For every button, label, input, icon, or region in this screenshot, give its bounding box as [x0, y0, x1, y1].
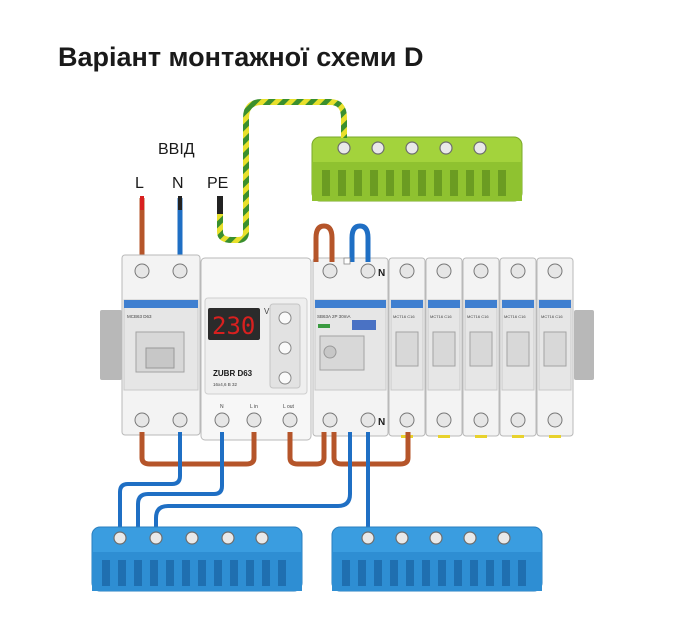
group-breaker-5-top-screw[interactable]	[547, 263, 563, 279]
group-breaker-1-handle[interactable]	[395, 331, 419, 367]
page-title: Варіант монтажної схеми D	[58, 42, 424, 72]
pe-cable	[217, 99, 347, 243]
group-breaker-2-top-screw[interactable]	[436, 263, 452, 279]
group-breaker-4-handle[interactable]	[506, 331, 530, 367]
group-breaker-5: MCT16 C16	[536, 257, 574, 438]
relay-terminal-n-label: N	[220, 404, 224, 410]
rcd-top-marker	[343, 257, 351, 265]
group-breaker-2-label: MCT16 C16	[430, 314, 452, 319]
bottom-phase-jumper-rcd-to-groups	[331, 432, 411, 467]
relay-terminal-lin-label: L in	[250, 404, 258, 410]
n-bus-output	[331, 526, 543, 592]
n-bus-input-screws	[113, 531, 269, 545]
group-breaker-1-bottom-screw[interactable]	[399, 412, 415, 428]
group-breaker-2-handle[interactable]	[432, 331, 456, 367]
rcd-label: SB63A 2P 30mA	[317, 314, 350, 319]
rcd-bottom-screw-l[interactable]	[322, 412, 338, 428]
main-breaker-bottom-screw-l[interactable]	[134, 412, 150, 428]
relay-terminal-n[interactable]	[214, 412, 230, 428]
group-breaker-5-label: MCT16 C16	[541, 314, 563, 319]
group-breaker-2-bottom-screw[interactable]	[436, 412, 452, 428]
voltage-relay: 230 V ZUBR D63 16x4,6 B 32 N L in L out	[200, 257, 312, 441]
rcd-device: SB63A 2P 30mA N N	[312, 257, 389, 437]
relay-spec: 16x4,6 B 32	[213, 382, 238, 387]
n-bus-output-screws	[361, 531, 511, 545]
rcd-test-button[interactable]	[352, 320, 376, 330]
group-breaker-3-label: MCT16 C16	[467, 314, 489, 319]
main-breaker-top-screw-l[interactable]	[134, 263, 150, 279]
main-breaker-bottom-screw-n[interactable]	[172, 412, 188, 428]
relay-terminal-lout[interactable]	[282, 412, 298, 428]
bottom-phase-jumper-relay-to-rcd	[287, 432, 327, 467]
main-breaker-top-screw-n[interactable]	[172, 263, 188, 279]
rcd-bottom-n-label: N	[378, 417, 385, 428]
relay-button-up[interactable]	[278, 311, 292, 325]
relay-display-unit: V	[264, 307, 270, 316]
rcd-phase-loop	[313, 223, 335, 262]
rcd-top-screw-n[interactable]	[360, 263, 376, 279]
rcd-bottom-screw-n[interactable]	[360, 412, 376, 428]
relay-model: ZUBR D63	[213, 369, 253, 378]
relay-button-mode[interactable]	[278, 341, 292, 355]
pe-terminal-bus	[311, 136, 523, 202]
group-breaker-3-bottom-screw[interactable]	[473, 412, 489, 428]
relay-button-down[interactable]	[278, 371, 292, 385]
main-breaker: MCB63 D63	[121, 254, 201, 436]
group-breaker-4: MCT16 C16	[499, 257, 537, 438]
group-breaker-5-bottom-screw[interactable]	[547, 412, 563, 428]
group-breaker-3-top-screw[interactable]	[473, 263, 489, 279]
relay-display	[208, 308, 260, 340]
group-breaker-1: MCT16 C16	[388, 257, 426, 438]
group-breaker-1-label: MCT16 C16	[393, 314, 415, 319]
bottom-phase-jumper-main-to-relay	[139, 432, 257, 467]
pe-bus-screws	[337, 141, 487, 155]
group-breaker-4-top-screw[interactable]	[510, 263, 526, 279]
main-breaker-label: MCB63 D63	[127, 314, 152, 319]
group-breaker-1-top-screw[interactable]	[399, 263, 415, 279]
group-breaker-3: MCT16 C16	[462, 257, 500, 438]
input-label: ВВІД	[158, 141, 195, 158]
input-terminal-pe-label: PE	[207, 175, 228, 192]
relay-terminal-lout-label: L out	[283, 404, 295, 410]
din-rail-right-mount	[574, 310, 594, 380]
input-terminal-l-label: L	[135, 175, 144, 192]
group-breaker-5-handle[interactable]	[543, 331, 567, 367]
neutral-cable-rcd-in-to-bus	[154, 432, 352, 532]
rcd-neutral-loop	[349, 223, 371, 262]
group-breaker-4-label: MCT16 C16	[504, 314, 526, 319]
group-breaker-2: MCT16 C16	[425, 257, 463, 438]
neutral-cable-relay-to-bus	[136, 432, 224, 532]
rcd-top-screw-l[interactable]	[322, 263, 338, 279]
relay-terminal-lin[interactable]	[246, 412, 262, 428]
relay-display-value: 230	[212, 312, 255, 340]
group-breakers: MCT16 C16 MCT16 C16 MCT16 C16	[388, 257, 574, 438]
input-terminal-n-label: N	[172, 175, 184, 192]
neutral-cable-main-to-bus	[118, 432, 182, 532]
group-breaker-3-handle[interactable]	[469, 331, 493, 367]
group-breaker-4-bottom-screw[interactable]	[510, 412, 526, 428]
n-bus-input	[91, 526, 303, 592]
rcd-top-n-label: N	[378, 268, 385, 279]
din-rail-left-mount	[100, 310, 122, 380]
